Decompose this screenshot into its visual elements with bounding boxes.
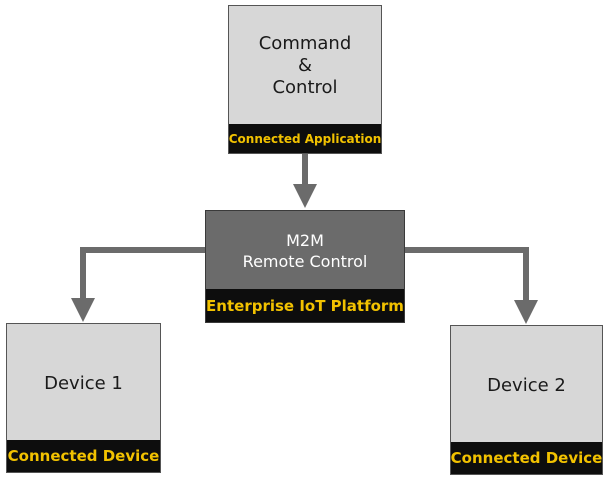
command-control-title: Command & Control: [229, 6, 381, 126]
device-1-node: Device 1 Connected Device: [6, 323, 161, 473]
enterprise-iot-platform-label: Enterprise IoT Platform: [206, 289, 404, 322]
device-1-title: Device 1: [44, 372, 123, 394]
m2m-title: M2M Remote Control: [206, 211, 404, 291]
device-2-title: Device 2: [487, 374, 566, 396]
arrow-m2m-to-device1: [71, 247, 205, 322]
arrow-m2m-to-device2: [405, 247, 538, 324]
m2m-line-1: M2M: [286, 231, 324, 250]
command-control-line-2: &: [297, 55, 313, 76]
device-1-connected-device-label: Connected Device: [7, 440, 160, 472]
device-2-connected-device-label: Connected Device: [451, 442, 602, 474]
command-control-line-3: Control: [272, 77, 338, 98]
m2m-platform-node: M2M Remote Control Enterprise IoT Platfo…: [205, 210, 405, 323]
m2m-line-2: Remote Control: [242, 252, 368, 271]
command-control-line-1: Command: [258, 33, 352, 54]
device-2-node: Device 2 Connected Device: [450, 325, 603, 475]
connected-application-label: Connected Application: [229, 124, 381, 153]
command-control-node: Command & Control Connected Application: [228, 5, 382, 154]
